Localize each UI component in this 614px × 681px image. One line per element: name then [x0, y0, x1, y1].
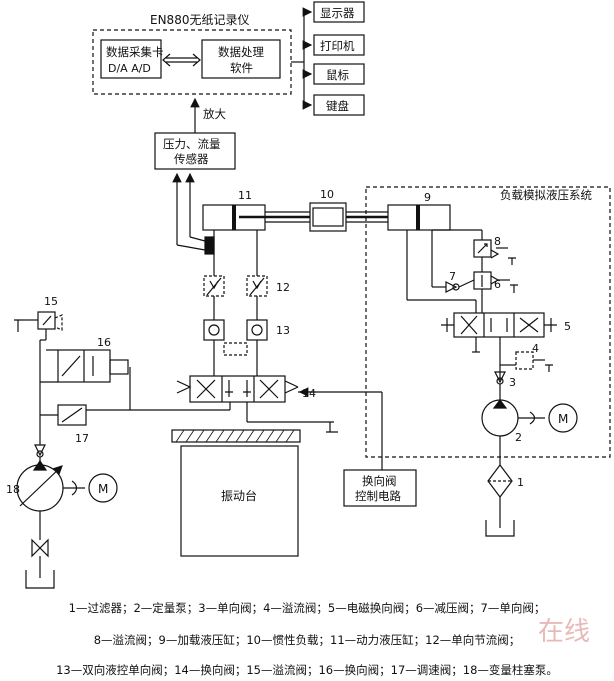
peripheral-printer: 打印机	[320, 39, 355, 53]
software-box	[201, 39, 281, 79]
num-15: 15	[44, 295, 58, 308]
amplify-label: 放大	[203, 107, 226, 121]
motor-label-18: M	[98, 482, 108, 496]
legend-line-2: 8—溢流阀；9—加载液压缸；10—惯性负载；11—动力液压缸；12—单向节流阀；	[93, 633, 521, 647]
daq-card-box	[100, 39, 162, 79]
peripheral-box-printer	[313, 34, 365, 56]
software-line1: 数据处理	[218, 45, 264, 59]
inertia-load-10	[309, 202, 347, 232]
check-valve-3	[494, 371, 506, 384]
reversing-control-line1: 换向阀	[362, 474, 397, 488]
watermark: 在线	[538, 617, 590, 647]
num-1: 1	[517, 476, 524, 489]
load-system-title: 负载模拟液压系统	[500, 188, 592, 202]
num-3: 3	[509, 376, 516, 389]
peripheral-mouse: 鼠标	[326, 68, 349, 82]
vibration-table-top	[171, 429, 301, 443]
recorder-frame	[92, 29, 292, 95]
num-14: 14	[302, 387, 316, 400]
num-7: 7	[449, 270, 456, 283]
reversing-control-box	[343, 469, 417, 507]
relief-valve-4	[515, 351, 534, 370]
daq-card-line2: D/A A/D	[108, 62, 151, 75]
num-18: 18	[6, 483, 20, 496]
legend-line-1: 1—过滤器；2—定量泵；3—单向阀；4—溢流阀；5—电磁换向阀；6—减压阀；7—…	[68, 601, 546, 615]
num-11: 11	[238, 189, 252, 202]
motor-label-2: M	[558, 412, 568, 426]
peripheral-box-keyboard	[313, 94, 365, 116]
sensor-line2: 传感器	[174, 152, 209, 166]
num-16: 16	[97, 336, 111, 349]
num-12: 12	[276, 281, 290, 294]
vibration-table-label: 振动台	[221, 488, 257, 503]
software-line2: 软件	[230, 61, 253, 75]
sensor-box	[154, 132, 236, 170]
num-17: 17	[75, 432, 89, 445]
num-2: 2	[515, 431, 522, 444]
reversing-control-line2: 控制电路	[355, 489, 401, 503]
check-valve-7	[445, 281, 458, 293]
num-9: 9	[424, 191, 431, 204]
num-8: 8	[494, 235, 501, 248]
num-6: 6	[494, 278, 501, 291]
solenoid-valve-5	[453, 312, 545, 338]
peripheral-display: 显示器	[320, 6, 355, 20]
legend-line-3: 13—双向液控单向阀；14—换向阀；15—溢流阀；16—换向阀；17—调速阀；1…	[56, 663, 558, 677]
motor-18	[88, 473, 118, 503]
daq-card-line1: 数据采集卡	[106, 45, 164, 59]
pilot-check-13-right	[246, 319, 268, 341]
directional-valve-14	[189, 375, 286, 403]
num-10: 10	[320, 188, 334, 201]
num-4: 4	[532, 342, 539, 355]
num-13: 13	[276, 324, 290, 337]
load-system-frame	[365, 186, 611, 458]
peripheral-keyboard: 键盘	[326, 99, 349, 113]
vibration-table	[180, 445, 299, 557]
sensor-line1: 压力、流量	[163, 137, 221, 151]
num-5: 5	[564, 320, 571, 333]
peripheral-box-mouse	[313, 63, 365, 85]
motor-2	[548, 403, 578, 433]
recorder-title: EN880无纸记录仪	[150, 13, 249, 27]
pilot-check-13-left	[203, 319, 225, 341]
peripheral-box-display	[313, 1, 365, 23]
stop-valve	[31, 538, 49, 558]
